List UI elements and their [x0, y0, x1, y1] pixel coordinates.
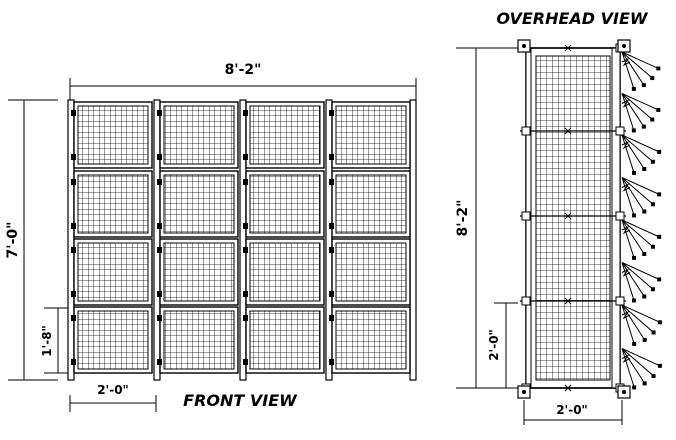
post-1: [67, 99, 75, 381]
door-swing-3-1: [621, 219, 662, 260]
overhead-module-label: 2'-0": [487, 329, 501, 361]
cross-mark-1: [564, 44, 572, 52]
cross-mark-2: [564, 127, 572, 135]
panel-r3-c4: [329, 238, 411, 306]
front-width-label: 8'-2": [225, 62, 262, 78]
panel-r2-c3: [243, 170, 325, 238]
front-panel-height-label: 1'-8": [40, 325, 54, 357]
overhead-plan: [517, 39, 631, 399]
overhead-mesh: [535, 55, 611, 381]
door-swing-4-2: [621, 348, 662, 390]
front-panel-height-dimension: [44, 307, 72, 374]
panel-r2-c2: [157, 170, 239, 238]
right-connector-3: [615, 211, 625, 221]
right-connector-2: [615, 126, 625, 136]
front-view: 8'-2" 7'-0" 1'-8" 2'-0" FRONT VIEW: [5, 62, 417, 412]
door-swing-1-2: [621, 93, 661, 133]
overhead-doors: [621, 51, 662, 390]
door-swing-4-1: [621, 304, 662, 346]
overhead-width-dimension: [523, 400, 623, 425]
front-panel-width-dimension: [69, 395, 157, 412]
panel-r1-c2: [157, 101, 239, 169]
panel-r1-c1: [71, 101, 153, 169]
panel-r2-c4: [329, 170, 411, 238]
panel-r4-c3: [243, 306, 325, 374]
cross-mark-4: [564, 297, 572, 305]
front-view-title: FRONT VIEW: [183, 391, 298, 410]
left-connector-4: [521, 296, 531, 306]
left-connector-3: [521, 211, 531, 221]
panel-r2-c1: [71, 170, 153, 238]
overhead-view-title: OVERHEAD VIEW: [496, 9, 648, 28]
door-swing-3-2: [621, 262, 662, 303]
door-swing-2-1: [621, 134, 662, 175]
left-connector-2: [521, 126, 531, 136]
post-5: [409, 99, 417, 381]
overhead-module-dimension: [494, 302, 518, 389]
panel-r1-c3: [243, 101, 325, 169]
panel-r4-c4: [329, 306, 411, 374]
panel-r3-c2: [157, 238, 239, 306]
overhead-length-label: 8'-2": [455, 200, 471, 237]
front-width-dimension: [69, 78, 417, 100]
front-panels: [71, 101, 411, 374]
panel-r1-c4: [329, 101, 411, 169]
front-height-dimension: [8, 99, 58, 381]
post-4: [325, 99, 333, 381]
right-connector-4: [615, 296, 625, 306]
cross-mark-5: [564, 384, 572, 392]
door-swing-1-1: [621, 51, 661, 91]
front-height-label: 7'-0": [5, 222, 21, 259]
panel-r3-c1: [71, 238, 153, 306]
door-swing-2-2: [621, 177, 662, 218]
overhead-width-label: 2'-0": [556, 403, 588, 417]
panel-r4-c2: [157, 306, 239, 374]
front-panel-width-label: 2'-0": [97, 383, 129, 397]
overhead-view: OVERHEAD VIEW 8'-2" 2'-0" 2'-0": [455, 9, 662, 425]
panel-r4-c1: [71, 306, 153, 374]
panel-r3-c3: [243, 238, 325, 306]
cross-mark-3: [564, 212, 572, 220]
post-2: [153, 99, 161, 381]
post-3: [239, 99, 247, 381]
